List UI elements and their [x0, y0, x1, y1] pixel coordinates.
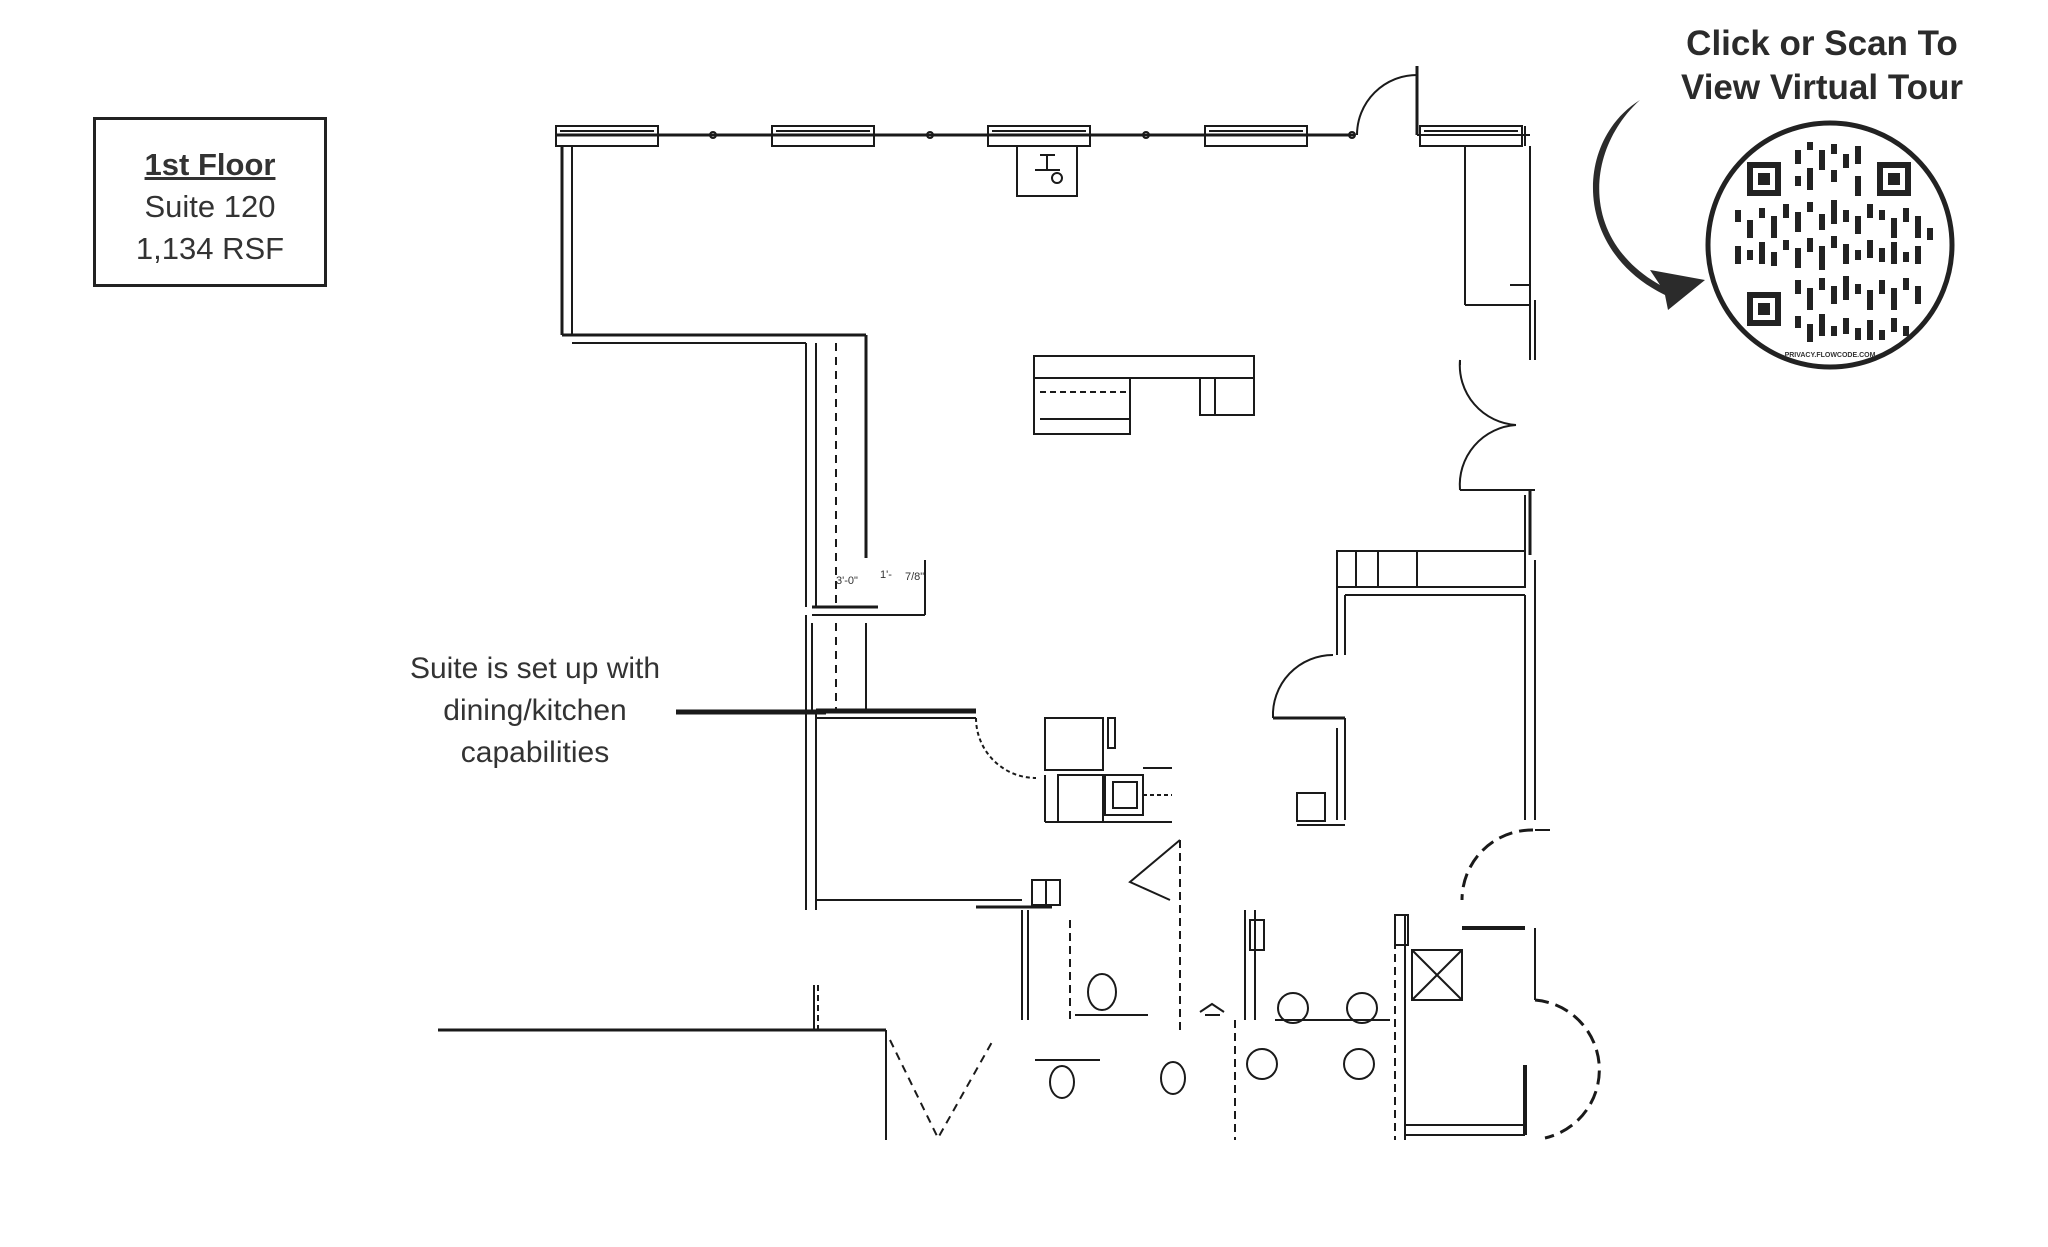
qr-caption: PRIVACY.FLOWCODE.COM — [1784, 352, 1876, 359]
kitchen-callout: Suite is set up with dining/kitchen capa… — [370, 648, 700, 774]
floor-label: 1st Floor — [144, 147, 276, 182]
cta-line-1: Click or Scan To — [1686, 24, 1958, 63]
dimension-label: 1'- — [880, 569, 892, 581]
curved-arrow-icon — [1592, 100, 1705, 310]
callout-line-2: dining/kitchen — [443, 694, 627, 727]
suite-info-box: 1st Floor Suite 120 1,134 RSF — [93, 117, 327, 287]
qr-code-icon[interactable] — [1705, 120, 1955, 370]
callout-line-1: Suite is set up with — [409, 652, 661, 685]
area-label: 1,134 RSF — [135, 231, 285, 266]
dimension-label: 7/8" — [905, 571, 924, 583]
virtual-tour-cta[interactable]: Click or Scan To View Virtual Tour — [1612, 22, 2032, 110]
cta-line-2: View Virtual Tour — [1680, 68, 1964, 107]
dimension-label: 3'-0" — [836, 575, 858, 587]
suite-label: Suite 120 — [144, 189, 276, 224]
callout-line-3: capabilities — [460, 736, 610, 769]
